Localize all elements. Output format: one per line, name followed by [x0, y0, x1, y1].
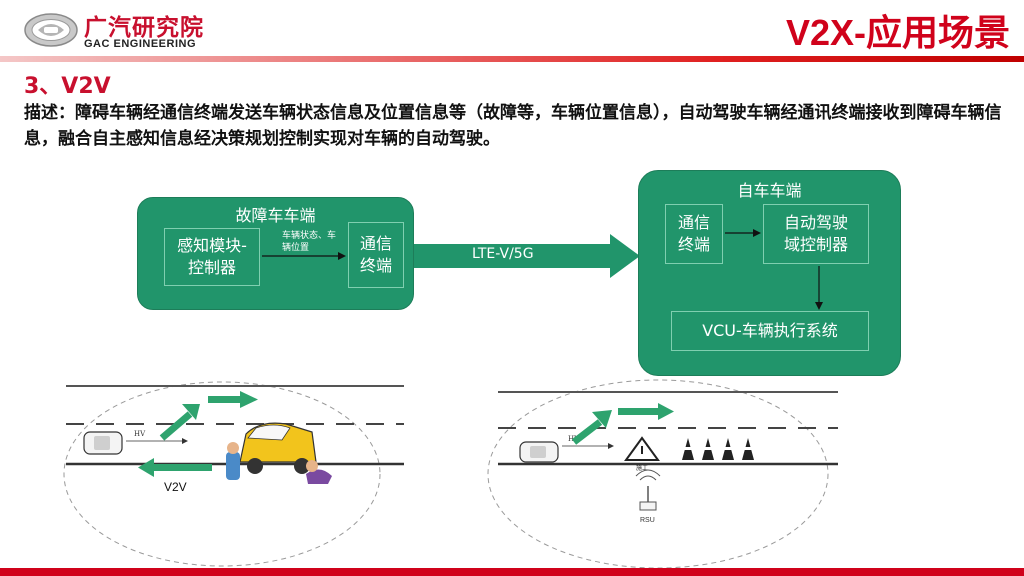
v2v-label: V2V	[164, 480, 187, 494]
broken-down-car-icon	[226, 422, 332, 484]
logo-english-name: GAC ENGINEERING	[84, 38, 197, 50]
vcu-box: VCU-车辆执行系统	[671, 311, 869, 351]
right-rsu-scene: HV 施工 RSU	[487, 379, 838, 569]
lte-link-label: LTE-V/5G	[472, 246, 534, 262]
ego-comm-terminal-box: 通信终端	[665, 204, 723, 264]
rsu-antenna-icon	[635, 469, 661, 511]
section-description: 描述：障碍车辆经通信终端发送车辆状态信息及位置信息等（故障等，车辆位置信息），自…	[24, 103, 1002, 149]
construction-sign-icon	[624, 436, 660, 461]
lte-link-arrow-icon	[414, 234, 640, 278]
internal-arrow-icon	[262, 252, 346, 260]
traffic-cone-icon	[682, 438, 754, 460]
forward-arrow-icon	[208, 391, 258, 408]
rsu-label: RSU	[640, 517, 655, 524]
sensor-controller-box: 感知模块-控制器	[164, 228, 260, 286]
link-note: 车辆状态、车辆位置	[282, 231, 337, 253]
lane-change-arrow-icon	[159, 404, 200, 441]
footer-rule	[0, 568, 1024, 576]
ego-car-icon	[83, 431, 123, 455]
faulty-vehicle-panel: 故障车车端 感知模块-控制器 车辆状态、车辆位置 通信终端	[137, 197, 414, 310]
v2v-message-arrow-icon	[138, 458, 212, 477]
adc-box: 自动驾驶域控制器	[763, 204, 869, 264]
logo-chinese-name: 广汽研究院	[84, 15, 204, 41]
slide-title: V2X-应用场景	[785, 12, 1010, 53]
forward-arrow-icon	[618, 403, 674, 420]
ego-vehicle-panel: 自车车端 通信终端 自动驾驶域控制器 VCU-车辆执行系统	[638, 170, 901, 376]
construction-sign-label: 施工	[636, 464, 648, 472]
left-v2v-scene: HV	[63, 381, 404, 567]
header-rule	[0, 56, 1024, 62]
ego-car-icon	[519, 441, 559, 463]
section-heading: 3、V2V	[24, 74, 111, 99]
faulty-vehicle-panel-title: 故障车车端	[235, 206, 316, 225]
ego-vehicle-panel-title: 自车车端	[737, 181, 802, 200]
lane-change-arrow-icon	[571, 410, 612, 445]
hv-label: HV	[134, 430, 146, 438]
gac-logo: 广汽研究院 GAC ENGINEERING	[24, 8, 254, 52]
gac-emblem-icon	[24, 13, 78, 47]
comm-to-adc-arrow-icon	[725, 229, 761, 237]
faulty-comm-terminal-box: 通信终端	[348, 222, 404, 288]
adc-to-vcu-arrow-icon	[815, 266, 823, 310]
